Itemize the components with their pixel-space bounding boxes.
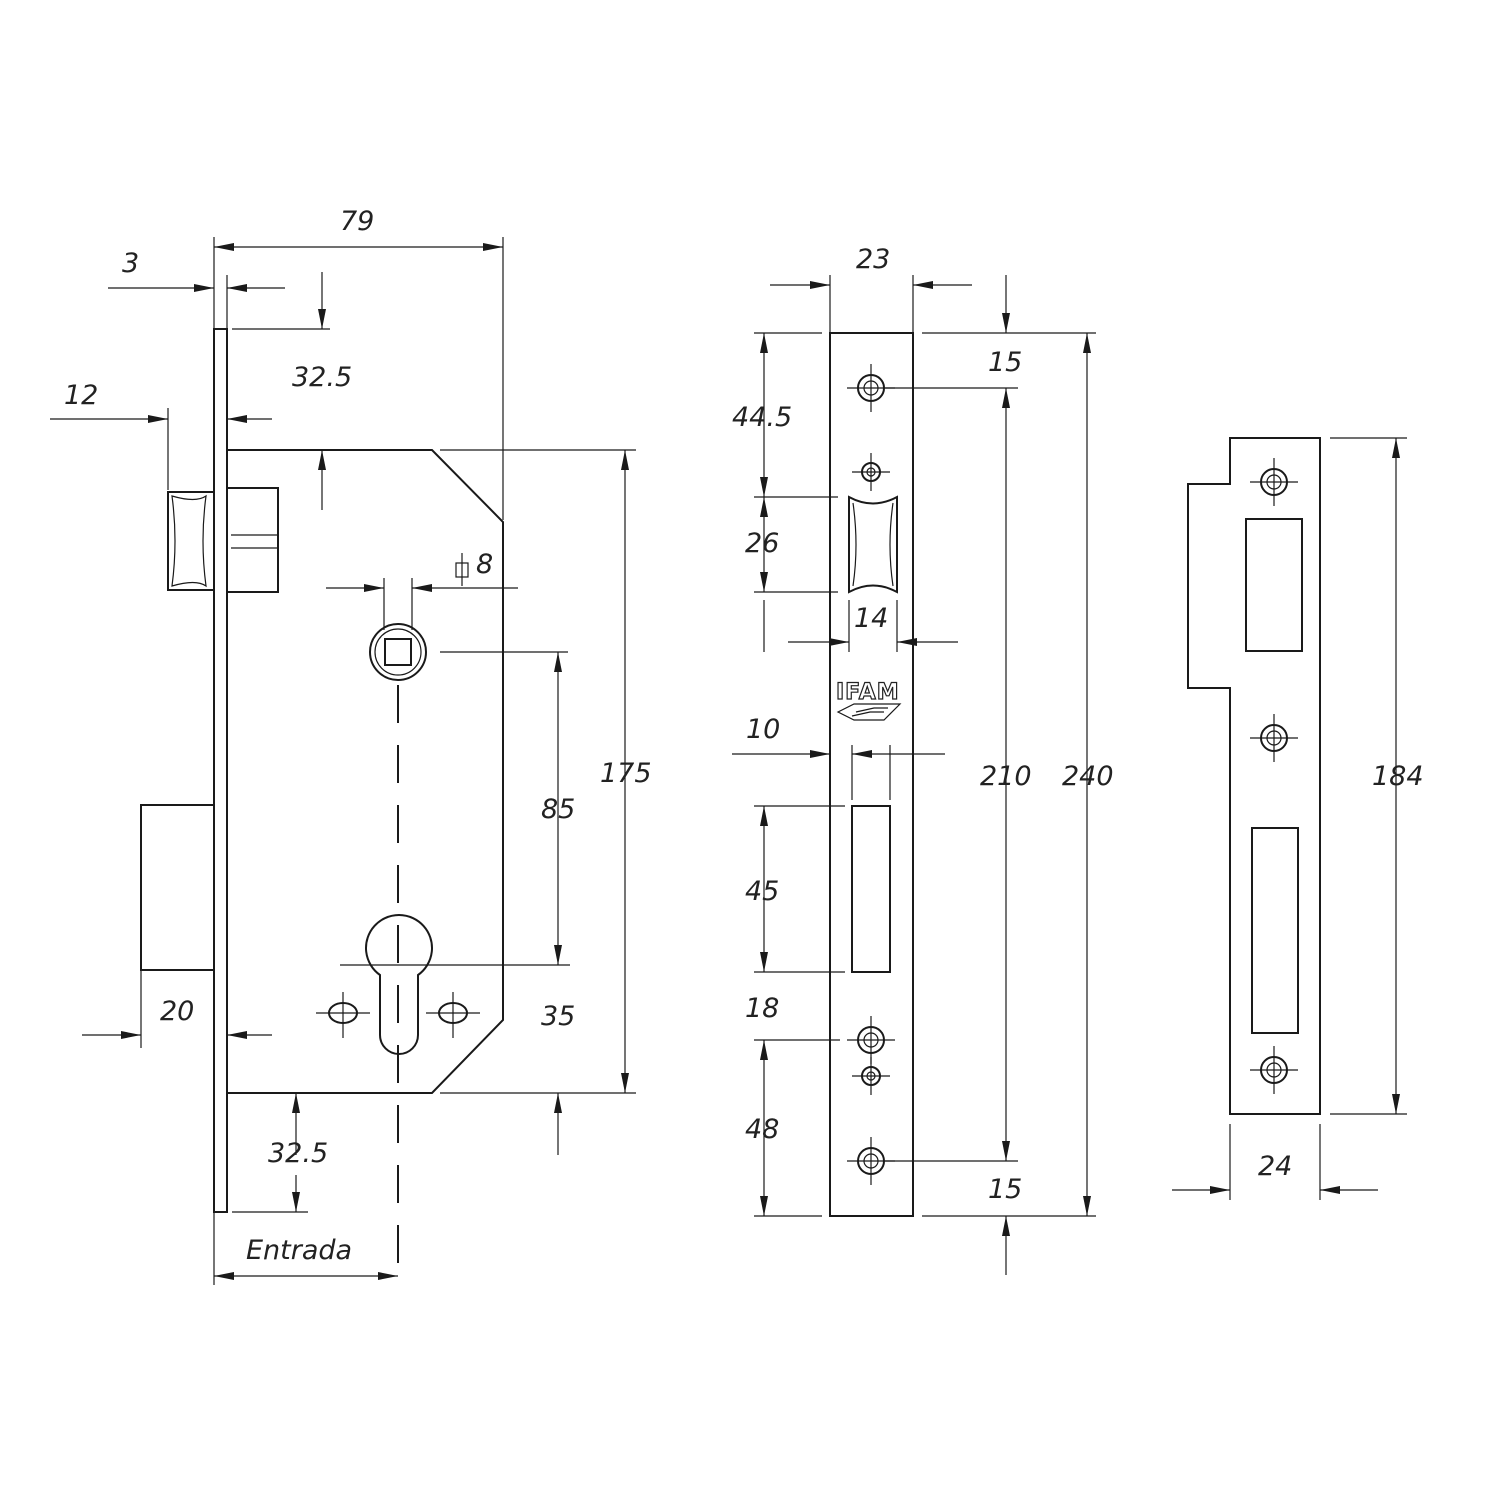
dim-top-offset: 32.5: [292, 362, 352, 393]
dim-lock-width: 79: [340, 206, 374, 237]
dim-latch-height: 26: [745, 528, 779, 559]
strike-screw-top: [1250, 458, 1298, 506]
square-spindle-icon: [455, 553, 469, 586]
latch-bolt: [167, 487, 279, 593]
dim-screw-to-bottom: 48: [745, 1114, 779, 1145]
lock-body-view: 79 3 12 32.5 8 85 35: [50, 206, 652, 1285]
dim-faceplate-thickness: 3: [122, 248, 139, 279]
screw-hole-bottom-pair: [847, 1016, 895, 1095]
spindle-hub: [369, 623, 568, 681]
strike-bolt-slot: [1251, 827, 1299, 1034]
dim-total-height: 240: [1062, 761, 1114, 792]
dim-centre-distance: 85: [541, 794, 575, 825]
dim-strike-height: 184: [1372, 761, 1424, 792]
brand-logo-text: IFAM: [836, 680, 900, 705]
strike-plate-view: 184 24: [1172, 437, 1424, 1200]
dim-latch-offset: 12: [64, 380, 98, 411]
strike-screw-bottom: [1250, 1046, 1298, 1094]
dim-bottom-screw: 15: [988, 1174, 1022, 1205]
dim-backset-label: Entrada: [246, 1235, 352, 1266]
latch-opening: [848, 495, 898, 594]
dim-top-to-latch: 44.5: [732, 402, 792, 433]
faceplate-outline: [829, 332, 914, 1217]
dim-bolt-width: 10: [746, 714, 780, 745]
dim-top-screw: 15: [988, 347, 1022, 378]
strike-plate-outline: [1187, 437, 1321, 1115]
small-screw-top: [852, 453, 890, 491]
lock-case-outline: [227, 449, 504, 1094]
ifam-logo: IFAM: [835, 679, 902, 721]
dim-bolt-to-screw: 18: [745, 993, 779, 1024]
faceplate-view: IFAM 23 44.5 26: [732, 244, 1114, 1275]
dim-faceplate-width: 23: [856, 244, 890, 275]
dim-strike-width: 24: [1258, 1151, 1292, 1182]
strike-screw-middle: [1250, 714, 1298, 762]
strike-latch-slot: [1245, 518, 1303, 652]
dim-bottom-offset: 32.5: [268, 1138, 328, 1169]
dim-body-height: 175: [600, 758, 652, 789]
dim-latch-width: 14: [854, 603, 888, 634]
dim-spindle-size: 8: [476, 549, 493, 580]
lock-faceplate: [213, 328, 228, 1213]
bolt-opening: [851, 805, 891, 973]
dim-deadbolt-throw: 20: [160, 996, 194, 1027]
dim-cylinder-bottom: 35: [541, 1001, 575, 1032]
dim-screw-spacing: 210: [980, 761, 1032, 792]
dim-bolt-height: 45: [745, 876, 779, 907]
deadbolt: [140, 804, 215, 971]
screw-hole-left: [316, 992, 370, 1038]
cylinder-hole: [316, 914, 570, 1055]
screw-hole-right: [426, 992, 480, 1038]
